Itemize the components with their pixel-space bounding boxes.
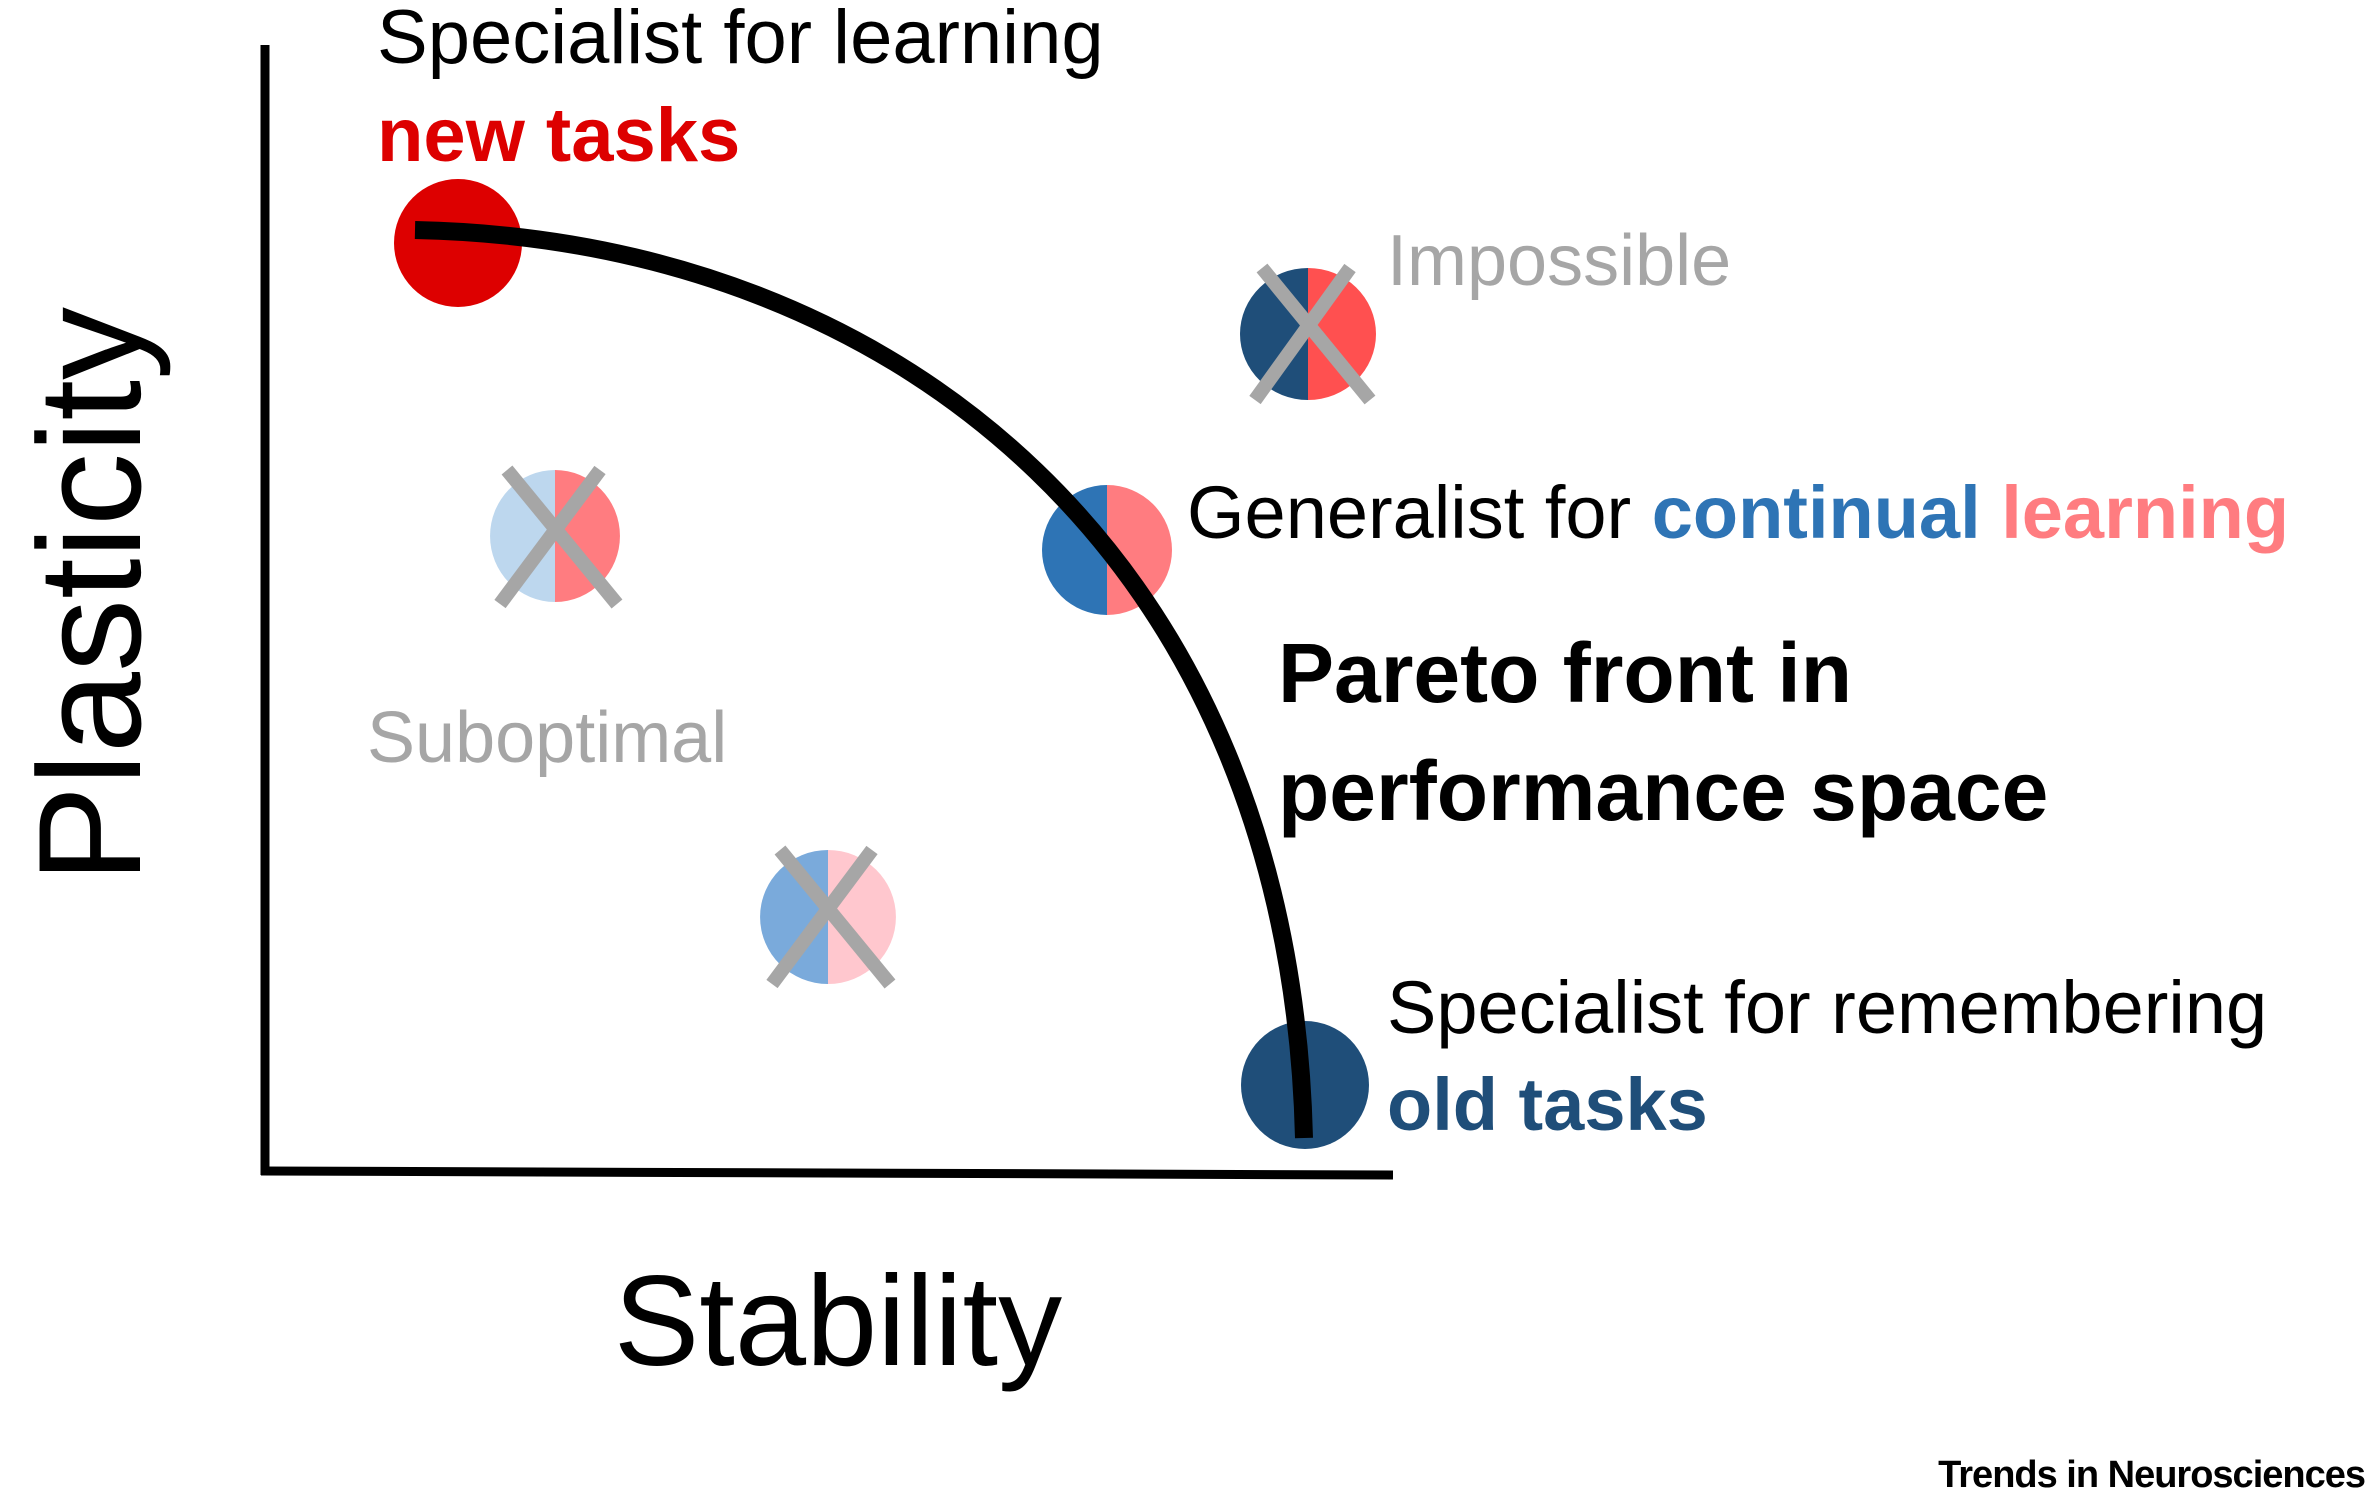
specialist-new-dot [394,179,522,307]
impossible-label: Impossible [1387,221,1731,301]
generalist-space [1981,471,2002,554]
suboptimal-label: Suboptimal [367,698,727,778]
generalist-prefix: Generalist for [1187,471,1652,554]
pareto-front-curve [414,221,1313,1139]
specialist-old-line2: old tasks [1387,1063,1708,1146]
specialist-new-line1: Specialist for learning [377,0,1104,80]
x-axis-label: Stability [614,1250,1062,1393]
specialist-old-line1: Specialist for remembering [1387,966,2267,1049]
pareto-front-label-line2: performance space [1278,744,2048,838]
generalist-word-continual: continual [1652,471,1981,554]
specialist-new-line2: new tasks [377,93,740,178]
generalist-label: Generalist for continual learning [1187,471,2289,554]
x-axis [260,1166,1394,1180]
impossible-cross-icon [1249,263,1376,405]
y-axis-label: Plasticity [8,307,171,883]
journal-credit: Trends in Neurosciences [1938,1454,2365,1496]
generalist-word-learning: learning [2001,471,2289,554]
suboptimal-cross-icon-lower [766,845,896,989]
suboptimal-cross-icon-upper [494,465,623,609]
pareto-front-label-line1: Pareto front in [1278,626,1852,720]
